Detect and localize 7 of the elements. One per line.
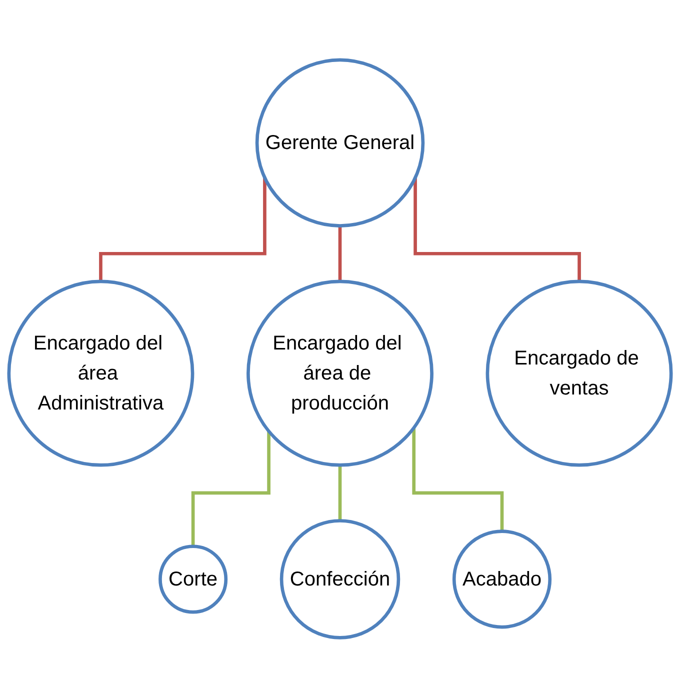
node-circle: Encargado de ventas [486,280,673,467]
node-circle: Gerente General [255,58,425,228]
node-circle: Encargado del área Administrativa [7,280,194,467]
node-circle: Corte [158,544,228,614]
node-circle: Confección [280,519,400,640]
node-circle: Encargado del área de producción [246,280,434,467]
node-circle: Acabado [452,530,552,629]
